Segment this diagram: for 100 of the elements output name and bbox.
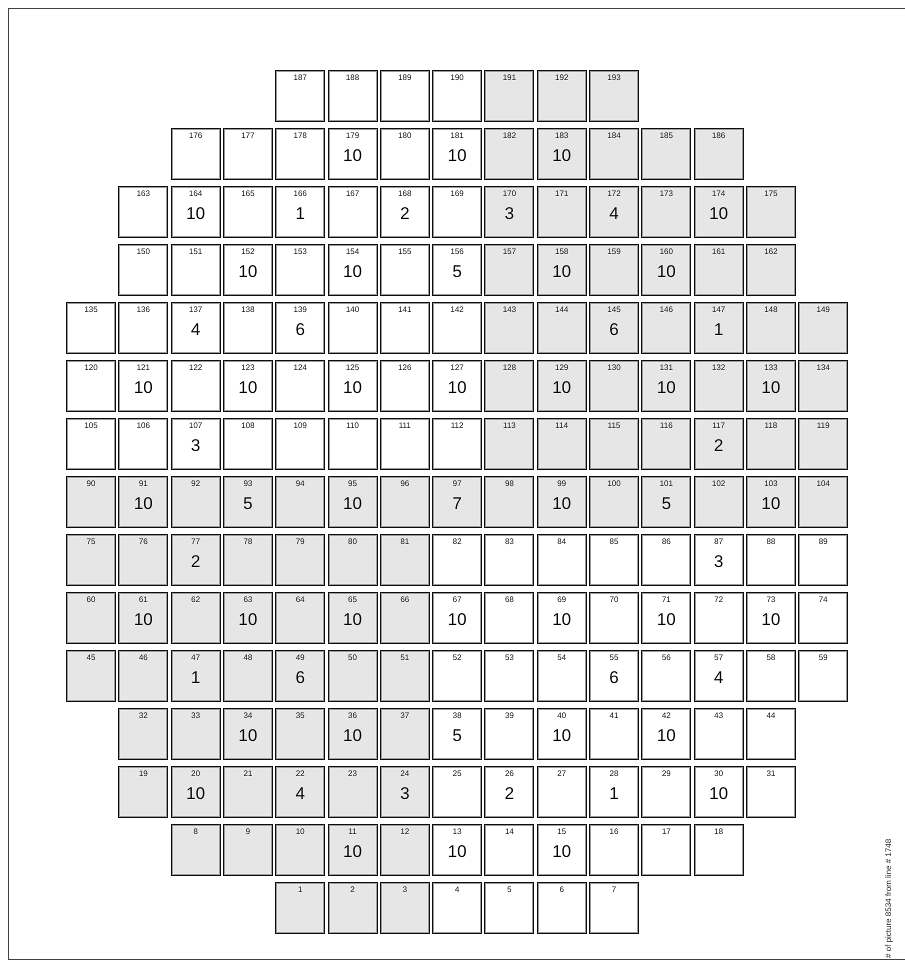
- cell-number: 172: [606, 189, 622, 198]
- grid-cell: [432, 882, 482, 934]
- cell-number: 29: [660, 769, 672, 778]
- cell-number: 145: [606, 305, 622, 314]
- cell-value: 10: [551, 378, 572, 398]
- grid-cell: [536, 476, 587, 528]
- cell-number: 11: [347, 827, 358, 836]
- cell-value: 10: [237, 378, 258, 398]
- cell-number: 178: [292, 131, 308, 140]
- cell-number: 67: [452, 595, 463, 604]
- grid-cell: [484, 244, 534, 296]
- grid-cell: [275, 882, 326, 934]
- cell-number: 41: [608, 711, 620, 720]
- cell-number: 176: [188, 131, 204, 140]
- grid-cell: [484, 824, 534, 876]
- grid-cell: [222, 476, 273, 528]
- grid-cell: [66, 592, 116, 644]
- grid-cell: [328, 128, 378, 180]
- grid-cell: [694, 302, 744, 354]
- cell-number: 65: [347, 595, 358, 604]
- cell-number: 22: [294, 769, 306, 778]
- grid-cell: [432, 534, 482, 586]
- grid-cell: [536, 650, 587, 702]
- cell-number: 136: [136, 305, 151, 314]
- grid-cell: [170, 592, 221, 644]
- cell-number: 40: [556, 711, 568, 720]
- grid-cell: [536, 592, 587, 644]
- cell-number: 30: [713, 769, 724, 778]
- cell-number: 133: [763, 363, 779, 372]
- grid-cell: [641, 476, 692, 528]
- grid-cell: [118, 476, 168, 528]
- grid-cell: [641, 824, 692, 876]
- cell-value: 4: [712, 668, 724, 688]
- grid-cell: [275, 824, 326, 876]
- cell-value: 10: [132, 378, 154, 398]
- cell-number: 81: [399, 537, 410, 546]
- cell-value: 5: [660, 494, 672, 514]
- cell-number: 171: [554, 189, 570, 198]
- cell-number: 155: [397, 247, 412, 256]
- grid-cell: [170, 418, 221, 470]
- grid-cell: [694, 418, 744, 470]
- cell-number: 127: [449, 363, 465, 372]
- cell-number: 148: [763, 305, 779, 314]
- grid-cell: [694, 824, 744, 876]
- grid-cell: [170, 708, 221, 760]
- grid-cell: [798, 360, 848, 412]
- grid-cell: [380, 418, 430, 470]
- cell-number: 52: [452, 653, 463, 662]
- cell-number: 181: [449, 131, 465, 140]
- grid-cell: [694, 592, 744, 644]
- grid-cell: [694, 650, 744, 702]
- cell-number: 45: [86, 653, 96, 662]
- cell-number: 100: [606, 479, 622, 488]
- grid-cell: [118, 708, 168, 760]
- grid-cell: [641, 418, 692, 470]
- cell-number: 94: [294, 479, 306, 488]
- cell-number: 102: [710, 479, 726, 488]
- cell-number: 61: [138, 595, 149, 604]
- grid-cell: [170, 244, 221, 296]
- grid-cell: [694, 244, 744, 296]
- cell-number: 141: [397, 305, 412, 314]
- cell-number: 1: [296, 885, 304, 894]
- cell-number: 163: [136, 189, 151, 198]
- grid-cell: [536, 128, 587, 180]
- grid-cell: [328, 476, 378, 528]
- grid-cell: [170, 302, 221, 354]
- cell-value: 10: [656, 610, 677, 630]
- grid-cell: [380, 650, 430, 702]
- cell-number: 103: [763, 479, 779, 488]
- cell-number: 111: [398, 421, 412, 430]
- grid-cell: [798, 534, 848, 586]
- cell-number: 10: [294, 827, 306, 836]
- grid-cell: [222, 418, 273, 470]
- grid-cell: [328, 70, 378, 122]
- cell-number: 56: [660, 653, 672, 662]
- cell-number: 20: [190, 769, 202, 778]
- grid-cell: [118, 302, 168, 354]
- cell-number: 34: [242, 711, 254, 720]
- cell-number: 64: [294, 595, 306, 604]
- grid-cell: [589, 186, 639, 238]
- cell-value: 6: [294, 668, 306, 688]
- grid-cell: [170, 824, 221, 876]
- cell-value: 10: [760, 378, 782, 398]
- grid-cell: [746, 766, 796, 818]
- grid-cell: [328, 650, 378, 702]
- cell-number: 86: [660, 537, 672, 546]
- grid-cell: [170, 128, 221, 180]
- cell-value: 10: [342, 842, 363, 862]
- cell-number: 58: [765, 653, 776, 662]
- grid-cell: [641, 592, 692, 644]
- grid-cell: [222, 128, 273, 180]
- grid-cell: [222, 592, 273, 644]
- cell-number: 92: [190, 479, 202, 488]
- cell-number: 26: [504, 769, 515, 778]
- grid-cell: [484, 592, 534, 644]
- grid-cell: [328, 302, 378, 354]
- cell-value: 10: [132, 494, 154, 514]
- cell-number: 55: [608, 653, 620, 662]
- cell-number: 76: [138, 537, 149, 546]
- grid-cell: [118, 244, 168, 296]
